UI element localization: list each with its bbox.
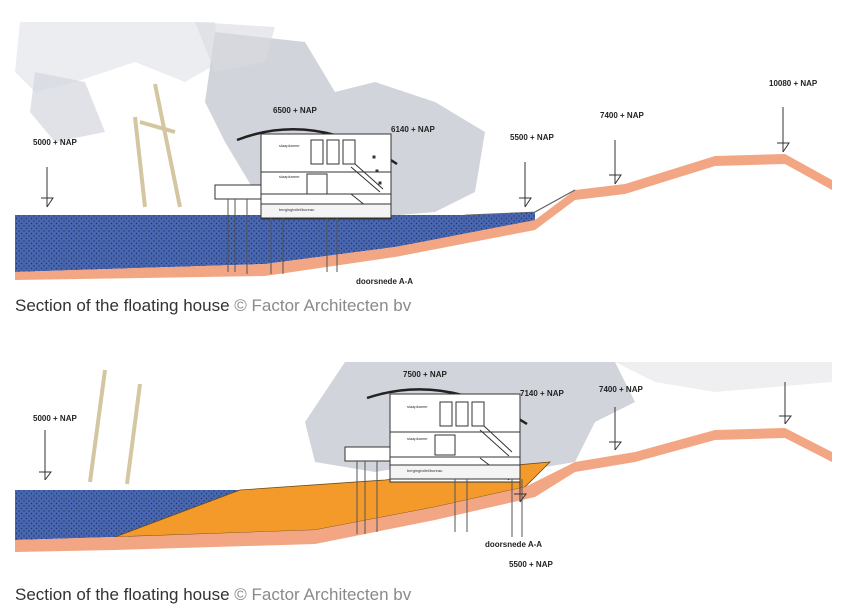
caption-title: Section of the floating house: [15, 296, 230, 315]
section-drawing-on-land: 5000 + NAP 7500 + NAP 7140 + NAP 7400 + …: [15, 362, 832, 578]
figure-caption: Section of the floating house © Factor A…: [15, 585, 411, 605]
section-drawing-svg: 5000 + NAP 6500 + NAP 6140 + NAP 5500 + …: [15, 22, 832, 286]
level-label-top: 10080 + NAP: [769, 79, 818, 88]
section-drawing-floating: 5000 + NAP 6500 + NAP 6140 + NAP 5500 + …: [15, 22, 832, 290]
level-label-roof: 6500 + NAP: [273, 106, 317, 115]
house-on-land: [344, 388, 528, 483]
figure-caption: Section of the floating house © Factor A…: [15, 296, 411, 316]
room-label: bergingtoilet/bureau: [279, 207, 314, 212]
level-label-slope: 5500 + NAP: [510, 133, 554, 142]
caption-title: Section of the floating house: [15, 585, 230, 604]
crane-sketch: [88, 369, 142, 485]
foundation-piles: [227, 199, 338, 274]
floating-house: [214, 128, 398, 220]
level-label-mid: 7400 + NAP: [600, 111, 644, 120]
caption-credit: © Factor Architecten bv: [234, 585, 412, 604]
ground-profile: [15, 154, 832, 280]
level-label-bottom: 5500 + NAP: [509, 560, 553, 569]
section-drawing-svg: 5000 + NAP 7500 + NAP 7140 + NAP 7400 + …: [15, 362, 832, 569]
water-body: [15, 212, 535, 272]
foundation-piles: [356, 461, 523, 537]
ground-profile: [15, 428, 832, 552]
level-label-roof: 7500 + NAP: [403, 370, 447, 379]
section-label: doorsnede A-A: [485, 540, 542, 549]
level-label-deck: 6140 + NAP: [391, 125, 435, 134]
water-body: [15, 490, 240, 540]
room-label: bergingtoilet/bureau: [407, 468, 442, 473]
crane-sketch: [133, 83, 182, 208]
room-label: slaapkamer: [407, 436, 428, 441]
room-label: slaapkamer: [279, 143, 300, 148]
level-label-left: 5000 + NAP: [33, 414, 77, 423]
level-label-left: 5000 + NAP: [33, 138, 77, 147]
level-label-deck: 7140 + NAP: [520, 389, 564, 398]
level-markers: [39, 382, 792, 503]
level-markers: [41, 107, 790, 208]
room-label: slaapkamer: [279, 174, 300, 179]
caption-credit: © Factor Architecten bv: [234, 296, 412, 315]
room-label: slaapkamer: [407, 404, 428, 409]
section-label: doorsnede A-A: [356, 277, 413, 286]
level-label-mid: 7400 + NAP: [599, 385, 643, 394]
